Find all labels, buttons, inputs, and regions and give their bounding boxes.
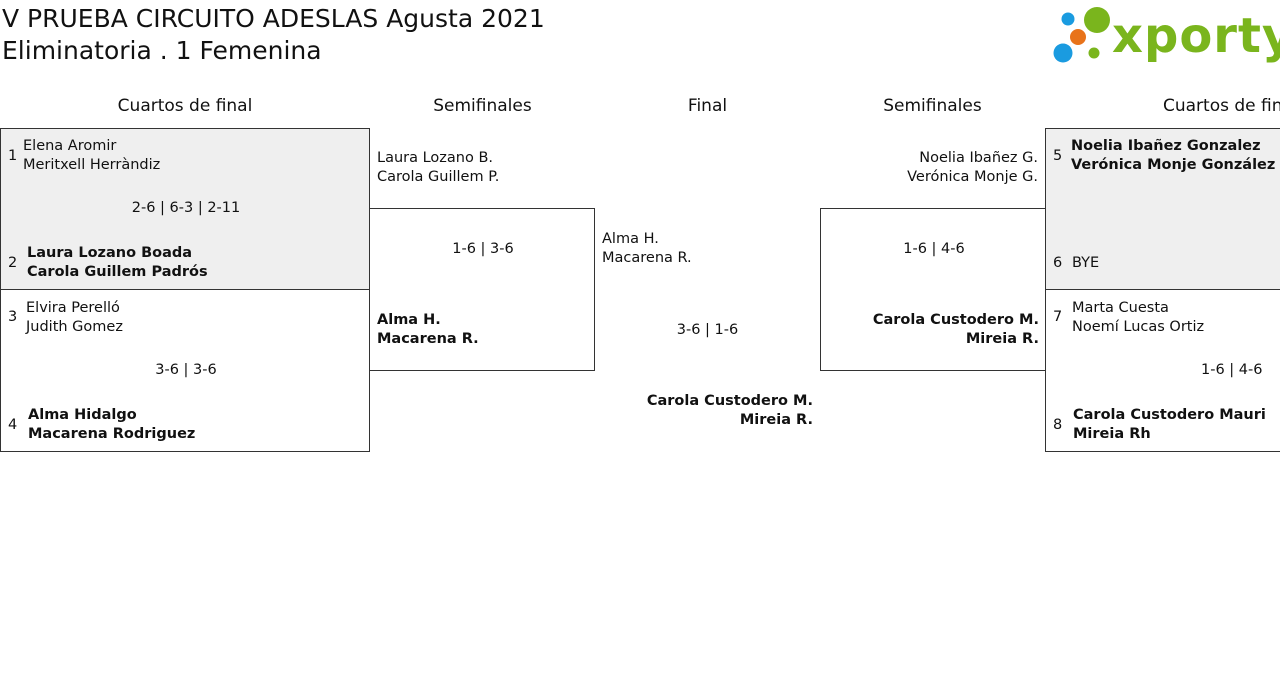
seed-number: 6 — [1053, 255, 1063, 271]
team-name-winner: Carola Custodero M. — [646, 393, 813, 409]
team-name-winner: Macarena Rodriguez — [28, 426, 196, 442]
team-name: Noelia Ibañez G. — [919, 150, 1038, 166]
team-name: Alma H. — [602, 231, 659, 247]
match-score: 3-6 | 1-6 — [676, 322, 739, 338]
team-name-winner: Verónica Monje González — [1071, 157, 1276, 173]
round-header-sf-right: Semifinales — [883, 96, 982, 116]
match-score: 3-6 | 3-6 — [155, 362, 217, 378]
team-name-winner: Laura Lozano Boada — [27, 245, 193, 261]
team-name: Noemí Lucas Ortiz — [1072, 319, 1205, 335]
team-name-winner: Alma Hidalgo — [28, 407, 137, 423]
xporty-logo[interactable]: xporty — [1050, 4, 1280, 66]
seed-number: 3 — [8, 309, 18, 325]
match-score: 1-6 | 4-6 — [903, 241, 965, 257]
match-score: 1-6 | 3-6 — [452, 241, 514, 257]
seed-number: 2 — [8, 255, 18, 271]
match-box-qf4[interactable]: 7 Marta Cuesta Noemí Lucas Ortiz 1-6 | 4… — [1045, 289, 1280, 452]
match-score: 1-6 | 4-6 — [1201, 362, 1263, 378]
seed-number: 1 — [8, 148, 18, 164]
seed-number: 5 — [1053, 148, 1063, 164]
team-name-winner: Mireia Rh — [1073, 426, 1151, 442]
team-name-winner: Macarena R. — [377, 331, 479, 347]
match-box-qf1[interactable]: 1 Elena Aromir Meritxell Herràndiz 2-6 |… — [0, 128, 370, 290]
team-name-winner: Carola Custodero Mauri — [1073, 407, 1266, 423]
team-name-winner: Mireia R. — [739, 412, 813, 428]
round-header-sf-left: Semifinales — [433, 96, 532, 116]
seed-number: 4 — [8, 417, 18, 433]
team-name: Marta Cuesta — [1072, 300, 1169, 316]
round-header-qf-right: Cuartos de final — [1163, 96, 1280, 116]
match-score: 2-6 | 6-3 | 2-11 — [131, 200, 241, 216]
logo-text: xporty — [1112, 8, 1280, 64]
match-box-sf2[interactable]: 1-6 | 4-6 Carola Custodero M. Mireia R. — [820, 208, 1046, 371]
team-name-winner: Mireia R. — [965, 331, 1039, 347]
team-name: Carola Guillem P. — [377, 169, 500, 185]
team-name: Laura Lozano B. — [377, 150, 494, 166]
round-header-final: Final — [687, 96, 728, 116]
team-name-winner: Alma H. — [377, 312, 441, 328]
match-box-sf1[interactable]: 1-6 | 3-6 Alma H. Macarena R. — [369, 208, 595, 371]
team-name-winner: Carola Custodero M. — [872, 312, 1039, 328]
seed-number: 7 — [1053, 309, 1063, 325]
logo-dots-icon — [1053, 7, 1110, 63]
team-name-winner: Noelia Ibañez Gonzalez — [1071, 138, 1261, 154]
match-box-qf3[interactable]: 5 Noelia Ibañez Gonzalez Verónica Monje … — [1045, 128, 1280, 290]
seed-number: 8 — [1053, 417, 1063, 433]
team-name: Judith Gomez — [26, 319, 123, 335]
team-name-winner: Carola Guillem Padrós — [27, 264, 208, 280]
team-name: Verónica Monje G. — [907, 169, 1038, 185]
team-name: Macarena R. — [602, 250, 692, 266]
match-box-qf2[interactable]: 3 Elvira Perelló Judith Gomez 3-6 | 3-6 … — [0, 289, 370, 452]
team-name: BYE — [1072, 255, 1100, 271]
team-name: Elvira Perelló — [26, 300, 120, 316]
round-header-qf-left: Cuartos de final — [117, 96, 253, 116]
page-subtitle: Eliminatoria . 1 Femenina — [2, 36, 322, 65]
team-name: Elena Aromir — [23, 138, 117, 154]
team-name: Meritxell Herràndiz — [23, 157, 161, 173]
page-title: V PRUEBA CIRCUITO ADESLAS Agusta 2021 — [2, 4, 545, 33]
